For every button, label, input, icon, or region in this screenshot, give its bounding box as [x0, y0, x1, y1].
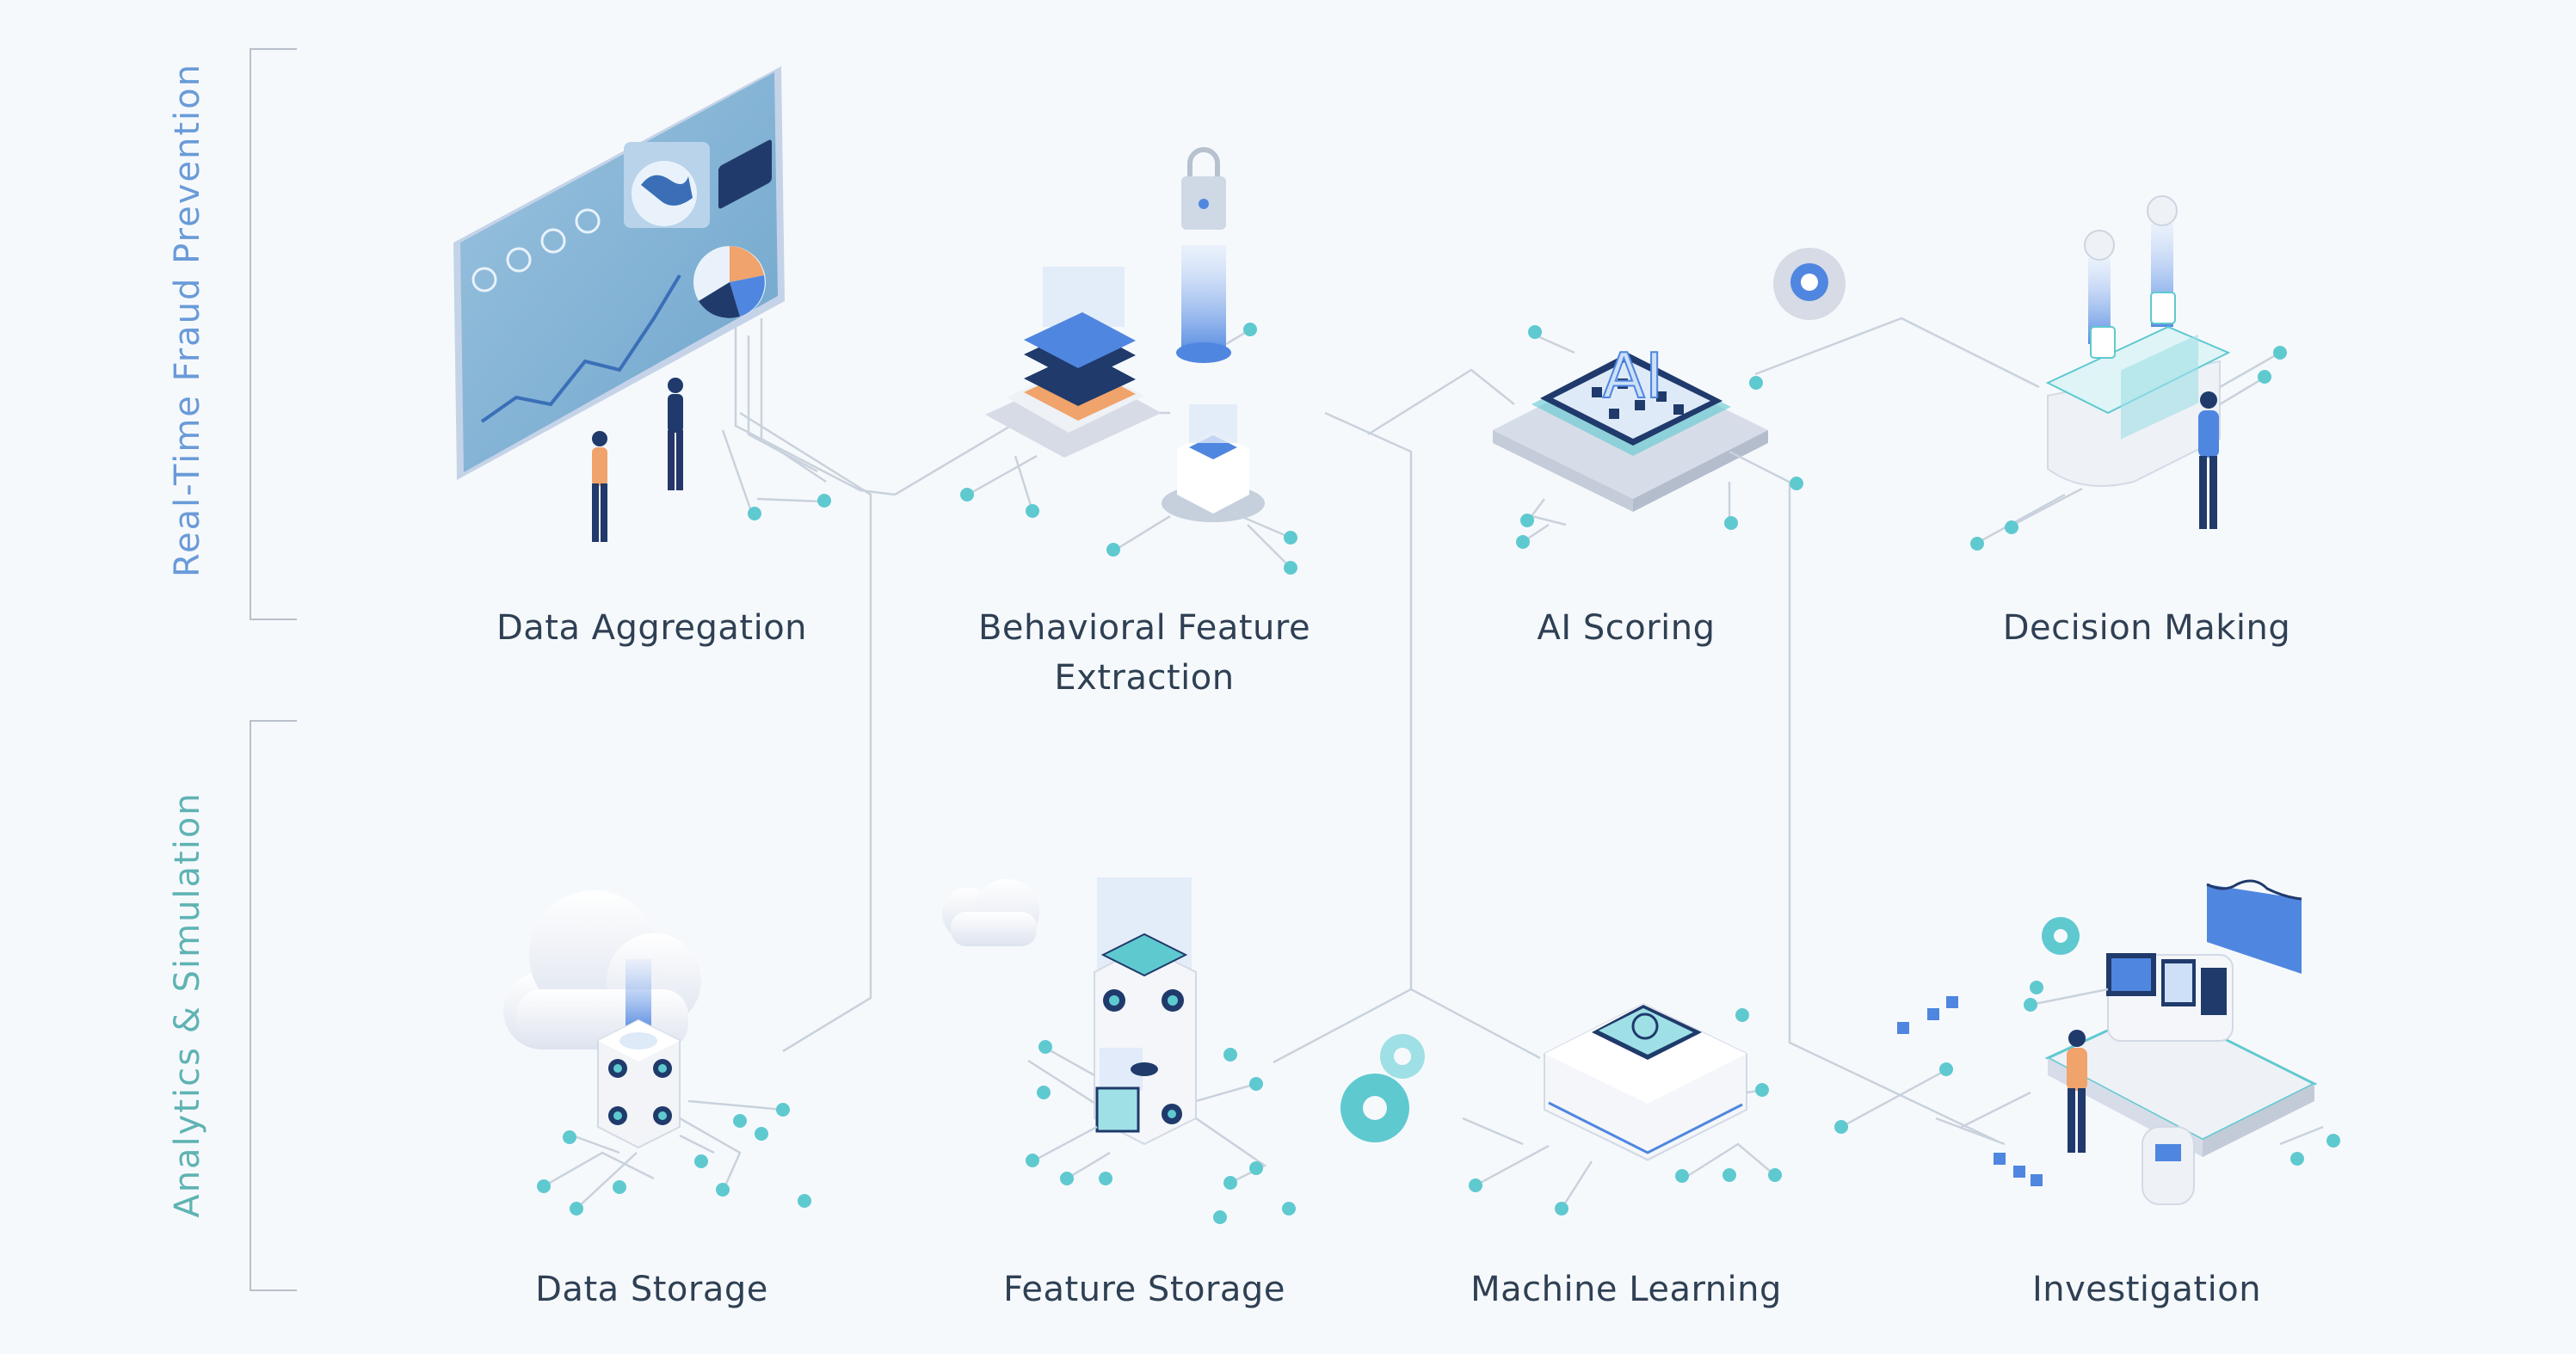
person-icon: [2067, 1030, 2087, 1153]
person-icon: [668, 378, 683, 490]
decision-making-illustration: [1970, 195, 2287, 551]
step-label-behavioral-feature-extraction: Behavioral Feature Extraction: [977, 608, 1311, 698]
feature-storage-illustration: [942, 877, 1425, 1224]
step-label-feature-storage: Feature Storage: [1003, 1270, 1285, 1309]
ai-chip-label: AI: [1603, 340, 1664, 412]
data-aggregation-illustration: [453, 66, 896, 542]
section-label-real-time: Real-Time Fraud Prevention: [168, 63, 207, 577]
cloud-icon: [942, 879, 1039, 946]
person-icon: [2198, 391, 2219, 529]
ai-scoring-illustration: AI: [1493, 248, 1846, 549]
step-label-investigation: Investigation: [2031, 1270, 2262, 1309]
step-label-ai-scoring: AI Scoring: [1537, 608, 1716, 648]
section-label-analytics: Analytics & Simulation: [168, 791, 207, 1218]
gear-icon: [2042, 917, 2080, 955]
step-label-data-aggregation: Data Aggregation: [496, 608, 808, 648]
machine-learning-illustration: [1469, 1002, 1782, 1216]
section-bracket-top: [250, 48, 297, 620]
gear-icon: [1773, 248, 1846, 320]
gear-icon: [1380, 1034, 1425, 1079]
person-icon: [592, 431, 607, 542]
behavioral-feature-extraction-illustration: [960, 147, 1297, 575]
gear-icon: [1340, 1074, 1409, 1142]
step-label-decision-making: Decision Making: [2002, 608, 2291, 648]
step-label-data-storage: Data Storage: [535, 1270, 768, 1309]
section-bracket-bottom: [250, 720, 297, 1291]
connector-lines: [739, 317, 2040, 1146]
investigation-illustration: [1834, 879, 2340, 1205]
step-label-machine-learning: Machine Learning: [1470, 1270, 1782, 1309]
cloud-icon: [503, 890, 701, 1049]
data-storage-illustration: [503, 890, 811, 1216]
